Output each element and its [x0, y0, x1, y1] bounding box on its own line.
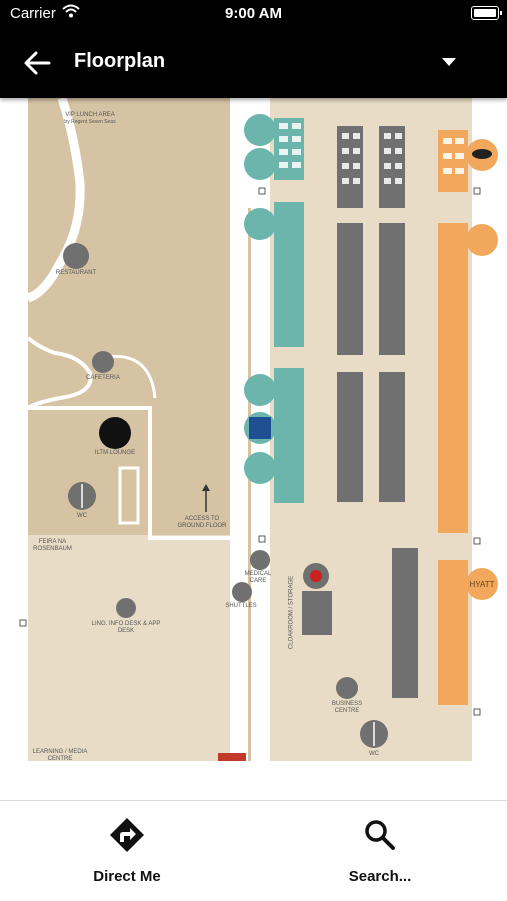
- map-label-vip: VIP LUNCH AREA by Regent Seven Seas: [55, 112, 125, 126]
- vip-label: VIP LUNCH AREA: [65, 112, 115, 118]
- page-title: Floorplan: [74, 50, 166, 72]
- carrier-label: Carrier: [10, 5, 56, 22]
- map-label-hyatt: HYATT: [469, 580, 495, 589]
- map-label-learning: LEARNING / MEDIA CENTRE: [32, 749, 88, 761]
- bottom-tab-bar: Direct Me Search...: [0, 800, 507, 901]
- map-label-feira: FEIRA NA ROSENBAUM: [33, 539, 72, 552]
- search-icon: [365, 820, 395, 850]
- direct-me-tab[interactable]: Direct Me: [27, 801, 227, 901]
- map-label-wc-left: WC: [77, 513, 87, 519]
- map-label-cafeteria: CAFETERIA: [86, 375, 120, 381]
- floorplan-map[interactable]: VIP LUNCH AREA by Regent Seven Seas REST…: [0, 98, 507, 761]
- back-arrow-icon[interactable]: [22, 48, 52, 78]
- floorplan-drawing: [19, 98, 498, 761]
- direct-me-label: Direct Me: [93, 868, 161, 885]
- wifi-icon: [62, 4, 80, 18]
- map-label-info-desk: LING. INFO DESK & APP DESK: [91, 621, 161, 634]
- map-label-lounge: ILTM LOUNGE: [94, 450, 136, 456]
- navigation-bar: Floorplan: [0, 26, 507, 98]
- search-label: Search...: [348, 868, 412, 885]
- search-tab[interactable]: Search...: [280, 801, 480, 901]
- map-label-access: ACCESS TO GROUND FLOOR: [177, 516, 227, 529]
- vip-sub-label: by Regent Seven Seas: [64, 119, 116, 125]
- map-label-restaurant: RESTAURANT: [55, 270, 97, 276]
- map-label-shuttles: SHUTTLES: [225, 603, 257, 609]
- battery-icon: [471, 6, 502, 20]
- direction-icon: [110, 818, 144, 852]
- dropdown-caret-icon[interactable]: [441, 56, 457, 68]
- status-bar: Carrier 9:00 AM: [0, 0, 507, 26]
- map-label-cloakroom: CLOAKROOM / STORAGE: [288, 575, 295, 650]
- clock: 9:00 AM: [225, 5, 282, 22]
- map-label-business: BUSINESS CENTRE: [331, 701, 363, 714]
- map-label-wc-right: WC: [369, 751, 379, 757]
- map-label-medical: MEDICAL CARE: [244, 571, 272, 584]
